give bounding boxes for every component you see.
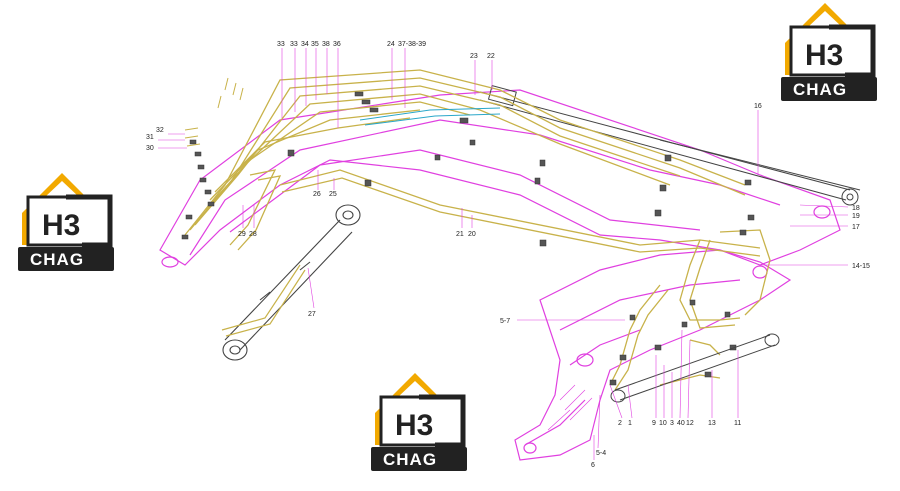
label-17: 17: [852, 224, 860, 231]
logo-top-right: H3 CHAG: [781, 3, 877, 101]
label-36: 36: [333, 41, 341, 48]
label-3: 3: [670, 420, 674, 427]
label-11: 11: [734, 420, 741, 427]
label-27: 27: [308, 311, 316, 318]
label-18: 18: [852, 205, 860, 212]
label-20: 20: [468, 231, 476, 238]
label-16: 16: [754, 103, 762, 110]
logo-mark: H3: [805, 39, 843, 72]
label-23: 23: [470, 53, 478, 60]
arm-cylinder: [222, 204, 361, 361]
label-22: 22: [487, 53, 495, 60]
label-34: 34: [301, 41, 309, 48]
label-10: 10: [659, 420, 667, 427]
part-labels: 33 33 34 35 38 36 24 37-38-39 23 22 32 3…: [146, 41, 870, 469]
label-33a: 33: [277, 41, 285, 48]
label-32: 32: [156, 127, 164, 134]
label-31: 31: [146, 134, 154, 141]
label-13: 13: [708, 420, 716, 427]
label-35: 35: [311, 41, 319, 48]
label-25: 25: [329, 191, 337, 198]
label-26: 26: [313, 191, 321, 198]
logo-sub: CHAG: [30, 250, 84, 269]
logo-mark: H3: [395, 409, 433, 442]
bolts-left: [184, 77, 244, 147]
leader-lines: [158, 48, 849, 460]
logo-bottom-center: H3 CHAG: [371, 373, 467, 471]
cyan-line: [359, 107, 501, 126]
label-1: 1: [628, 420, 632, 427]
arm-cylinder-pipe: [221, 264, 306, 337]
logo-left: H3 CHAG: [18, 173, 114, 271]
label-5-7: 5-7: [500, 318, 510, 325]
label-9: 9: [652, 420, 656, 427]
label-29: 29: [238, 231, 246, 238]
label-28: 28: [249, 231, 257, 238]
label-24: 24: [387, 41, 395, 48]
label-19: 19: [852, 213, 860, 220]
label-5-4: 5-4: [596, 450, 606, 457]
hose-bundle: [184, 69, 771, 391]
logo-sub: CHAG: [793, 80, 847, 99]
label-30: 30: [146, 145, 154, 152]
label-2: 2: [618, 420, 622, 427]
label-12: 12: [686, 420, 694, 427]
label-6: 6: [591, 462, 595, 469]
label-37-38-39: 37-38-39: [398, 41, 426, 48]
label-14-15: 14-15: [852, 263, 870, 270]
label-38: 38: [322, 41, 330, 48]
logo-sub: CHAG: [383, 450, 437, 469]
logo-mark: H3: [42, 209, 80, 242]
fittings: [181, 91, 755, 386]
label-40: 40: [677, 420, 685, 427]
bucket-cylinder: [610, 333, 780, 403]
boom-cylinder-top: [479, 85, 861, 206]
label-21: 21: [456, 231, 464, 238]
label-33b: 33: [290, 41, 298, 48]
